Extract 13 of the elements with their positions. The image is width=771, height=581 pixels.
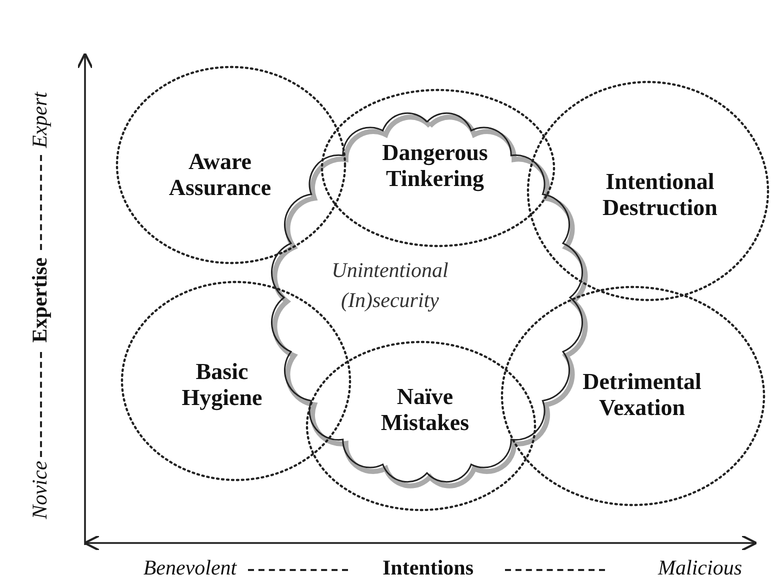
region-label: Dangerous Tinkering xyxy=(381,140,489,192)
cloud-label: Unintentional (In)security xyxy=(330,257,450,314)
region-label: Detrimental Vexation xyxy=(582,369,702,421)
region-label: Intentional Destruction xyxy=(602,169,718,221)
axis-label: Malicious xyxy=(658,556,742,580)
axis-label: Benevolent xyxy=(143,556,237,580)
axis-label: Expert xyxy=(28,92,52,148)
region-label: Naïve Mistakes xyxy=(380,384,470,436)
axis-label: Intentions xyxy=(382,556,474,580)
region-label: Aware Assurance xyxy=(168,149,272,201)
axis-label: Expertise xyxy=(28,257,52,343)
axis-label: Novice xyxy=(28,460,52,520)
region-label: Basic Hygiene xyxy=(180,359,264,411)
